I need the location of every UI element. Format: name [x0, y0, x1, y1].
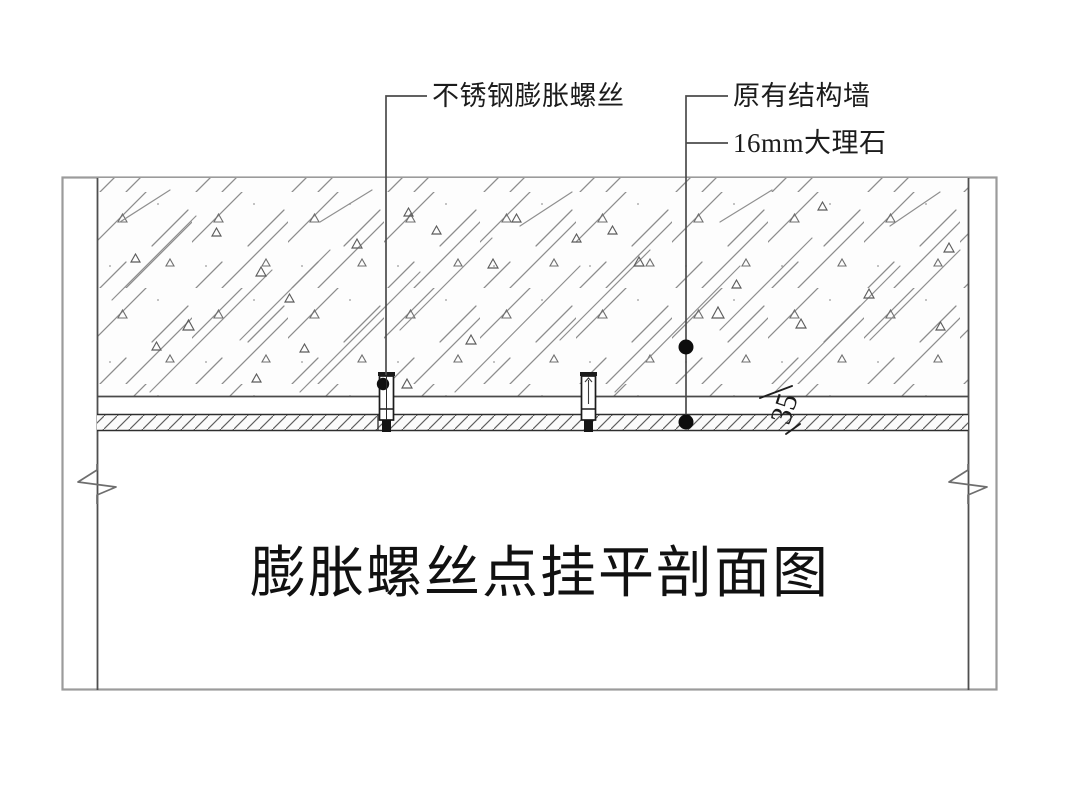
marble-slab-layer — [97, 413, 968, 432]
break-symbol-right — [948, 464, 988, 504]
leader-expansion-bolt — [385, 95, 427, 375]
leader-dot-marble — [678, 414, 694, 430]
annotation-label-expansion-bolt: 不锈钢膨胀螺丝 — [432, 81, 625, 111]
annotation-label-structural-wall: 原有结构墙 — [733, 81, 871, 111]
fastener-bolt-right — [580, 372, 597, 432]
drawing-frame — [61, 176, 998, 691]
leader-dot-structural-wall — [678, 339, 694, 355]
drawing-title: 膨胀螺丝点挂平剖面图 — [250, 543, 830, 605]
concrete-wall-layer — [98, 178, 968, 396]
leader-structural-wall — [685, 95, 728, 423]
annotation-label-marble: 16mm大理石 — [733, 128, 887, 158]
break-symbol-left — [77, 464, 117, 504]
dimension-leader-35 — [759, 385, 801, 435]
fastener-bolt-left — [376, 372, 395, 432]
